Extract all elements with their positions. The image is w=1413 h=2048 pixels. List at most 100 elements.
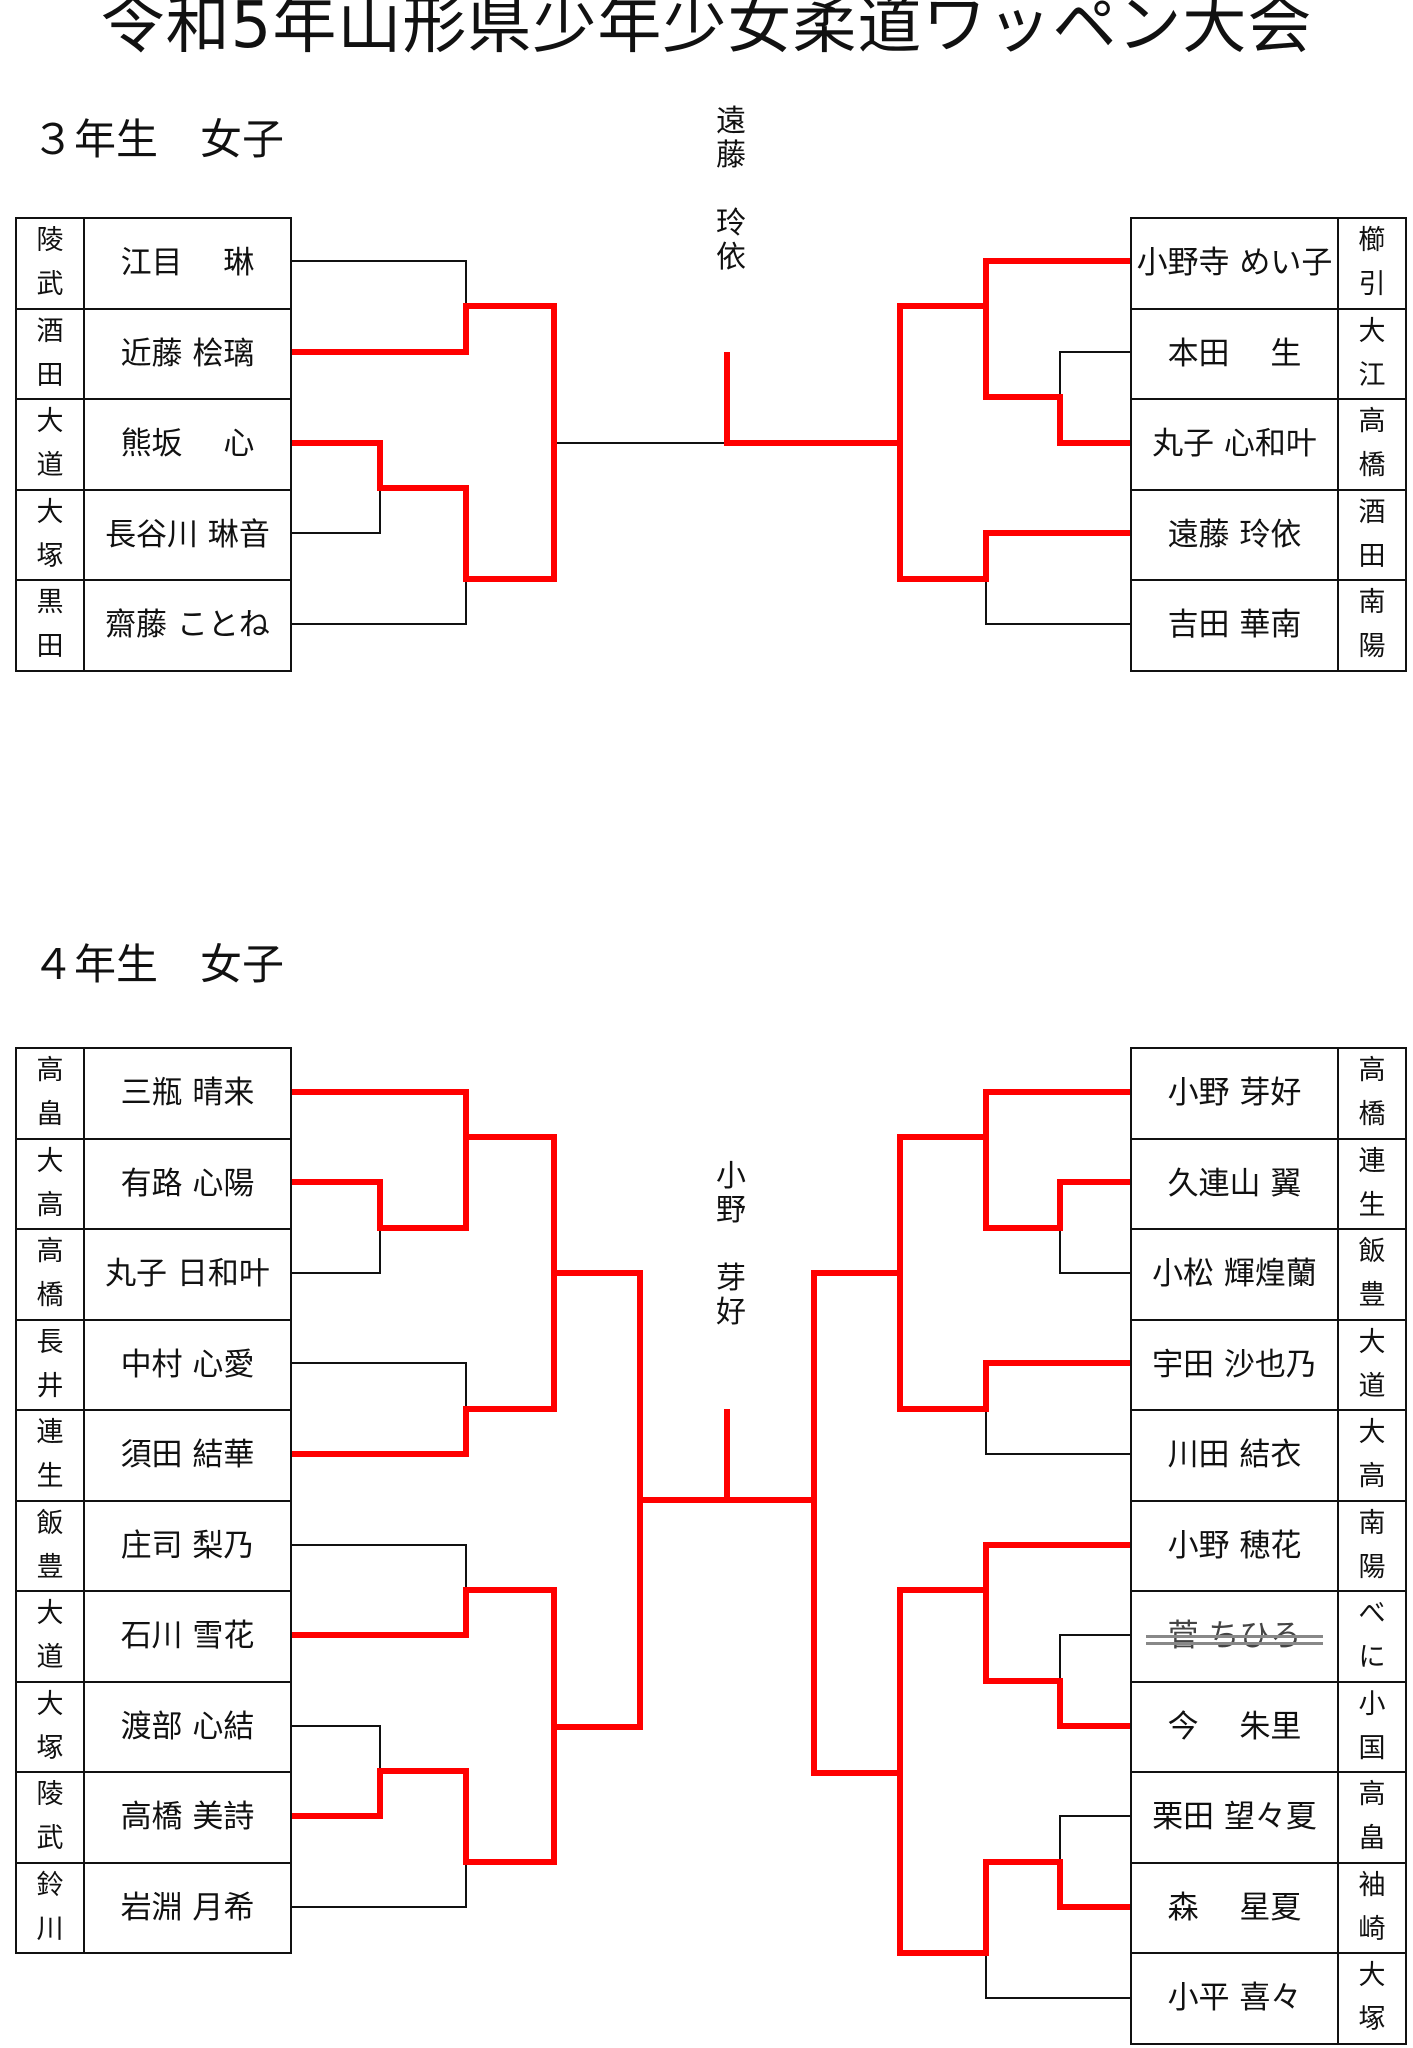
competitor-name: 有路 心陽: [83, 1137, 292, 1230]
school-label: 大高: [1337, 1409, 1407, 1502]
school-char: 引: [1358, 269, 1386, 300]
school-char: 飯: [1358, 1236, 1386, 1267]
school-char: 櫛: [1358, 225, 1386, 256]
competitor-name-text: 三瓶 晴来: [120, 1075, 255, 1111]
school-label: 大塚: [15, 1680, 85, 1773]
school-label: べに: [1337, 1590, 1407, 1683]
school-label: 長井: [15, 1318, 85, 1411]
school-char: 高: [36, 1055, 64, 1086]
school-char: 豊: [1358, 1280, 1386, 1311]
school-char: 陽: [1358, 1551, 1386, 1583]
competitor-name: 石川 雪花: [83, 1590, 292, 1683]
school-char: 大: [1358, 1417, 1386, 1448]
strikethrough-mark: [1146, 1635, 1323, 1639]
winner-path: [292, 1500, 643, 1730]
school-label: 大塚: [1337, 1952, 1407, 2045]
winner-char: 小: [716, 1159, 746, 1194]
bracket-line: [1059, 1228, 1130, 1274]
winner-char: 遠: [716, 104, 746, 139]
section-label-grade3: ３年生 女子: [32, 115, 285, 164]
school-label: 大道: [15, 1590, 85, 1683]
school-char: に: [1358, 1642, 1386, 1673]
school-char: 大: [1358, 1960, 1386, 1991]
school-label: 大高: [15, 1137, 85, 1230]
school-char: べ: [1358, 1598, 1386, 1629]
school-char: 大: [36, 496, 64, 528]
competitor-name: 近藤 桧璃: [83, 307, 292, 400]
school-char: 連: [36, 1417, 64, 1448]
winner-char: 好: [716, 1295, 746, 1330]
strikethrough-mark: [1146, 1642, 1323, 1646]
school-char: 道: [1358, 1370, 1386, 1402]
school-char: 道: [36, 1642, 64, 1673]
competitor-name-text: 熊坂 心: [120, 426, 255, 462]
school-label: 鈴川: [15, 1861, 85, 1954]
winner-path: [292, 303, 557, 443]
school-label: 高橋: [1337, 1047, 1407, 1140]
bracket-line: [292, 260, 467, 306]
school-char: 塚: [36, 540, 64, 572]
school-label: 高橋: [1337, 398, 1407, 491]
competitor-name: 岩淵 月希: [83, 1861, 292, 1954]
school-label: 高畠: [15, 1047, 85, 1140]
competitor-name-text: 川田 結衣: [1167, 1437, 1302, 1473]
winner-path: [292, 1727, 557, 1865]
school-char: 連: [1358, 1145, 1386, 1177]
winner-path: [292, 1273, 557, 1457]
competitor-name: 小松 輝煌蘭: [1130, 1228, 1339, 1321]
winner-char: 依: [716, 240, 746, 275]
competitor-name-text: 中村 心愛: [120, 1346, 255, 1383]
bracket-line: [985, 1953, 1130, 1999]
competitor-name-text: 庄司 梨乃: [120, 1527, 255, 1564]
competitor-name: 宇田 沙也乃: [1130, 1318, 1339, 1411]
competitor-name-text: 須田 結華: [120, 1437, 255, 1473]
school-char: 生: [1358, 1189, 1386, 1221]
competitor-name: 須田 結華: [83, 1409, 292, 1502]
competitor-name-text: 小平 喜々: [1167, 1980, 1302, 2016]
competitor-name: 小平 喜々: [1130, 1952, 1339, 2045]
bracket-line: [1059, 351, 1130, 397]
competitor-name-text: 小野 芽好: [1167, 1075, 1302, 1111]
competitor-name-text: 岩淵 月希: [120, 1889, 255, 1926]
competitor-name-text: 宇田 沙也乃: [1152, 1346, 1317, 1383]
winner-path: [983, 306, 1130, 446]
competitor-name-text: 齋藤 ことね: [105, 607, 270, 643]
competitor-name: 熊坂 心: [83, 398, 292, 491]
school-char: 鈴: [36, 1869, 64, 1901]
school-char: 大: [36, 406, 64, 437]
school-char: 川: [36, 1913, 64, 1945]
competitor-name-text: 有路 心陽: [120, 1165, 255, 1202]
winner-path: [292, 440, 557, 582]
school-char: 陵: [36, 1779, 64, 1810]
school-label: 大江: [1337, 307, 1407, 400]
section-label-grade4: ４年生 女子: [32, 940, 285, 989]
school-label: 大塚: [15, 488, 85, 581]
winner-path: [292, 1089, 727, 1503]
competitor-name: 三瓶 晴来: [83, 1047, 292, 1140]
school-char: 橋: [1358, 1099, 1386, 1130]
competitor-name: 庄司 梨乃: [83, 1499, 292, 1592]
competitor-name: 丸子 心和叶: [1130, 398, 1339, 491]
competitor-name: 小野 芽好: [1130, 1047, 1339, 1140]
bracket-line: [292, 1862, 467, 1908]
bracket-line: [292, 1725, 381, 1771]
school-char: 高: [1358, 1055, 1386, 1086]
school-char: 豊: [36, 1551, 64, 1583]
winner-char: 芽: [716, 1261, 746, 1296]
winner-grade4: 小 野 芽 好: [714, 1160, 748, 1330]
school-char: 塚: [1358, 2004, 1386, 2035]
school-char: 井: [36, 1370, 64, 1402]
school-char: 長: [36, 1326, 64, 1358]
competitor-name-text: 江目 琳: [120, 245, 255, 281]
school-char: 大: [36, 1598, 64, 1629]
school-char: 南: [1358, 587, 1386, 618]
winner-char: 玲: [716, 206, 746, 241]
school-char: 道: [36, 450, 64, 481]
competitor-name: 今 朱里: [1130, 1680, 1339, 1773]
bracket-line: [1059, 1815, 1130, 1862]
competitor-name: 渡部 心結: [83, 1680, 292, 1773]
school-label: 酒田: [15, 307, 85, 400]
competitor-name-text: 石川 雪花: [120, 1618, 255, 1654]
competitor-name-text: 遠藤 玲依: [1167, 516, 1302, 553]
competitor-name-text: 小野寺 めい子: [1136, 245, 1333, 281]
